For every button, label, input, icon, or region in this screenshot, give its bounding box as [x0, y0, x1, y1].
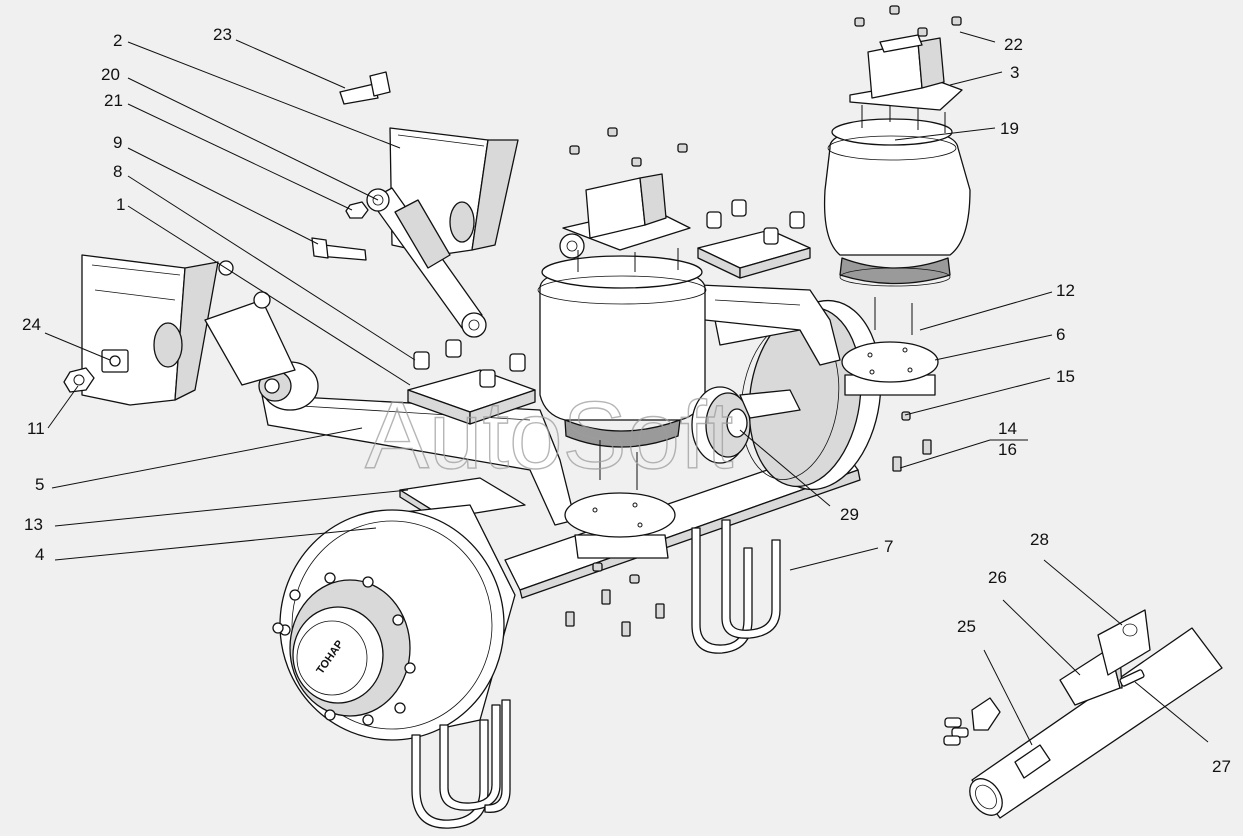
callout-11: 11 — [27, 419, 45, 438]
callout-19: 19 — [1000, 119, 1019, 138]
callout-24: 24 — [22, 315, 41, 334]
nut-11 — [63, 367, 95, 393]
u-bolts-right — [691, 519, 781, 654]
right-air-spring — [823, 100, 971, 287]
watermark: AutoSoft — [365, 382, 733, 489]
right-round-plate — [841, 297, 939, 396]
center-spring-bracket — [559, 127, 691, 259]
right-spring-bracket — [849, 34, 963, 111]
callout-6: 6 — [1056, 325, 1065, 344]
callout-21: 21 — [104, 91, 123, 110]
left-brake-drum: ТОНАР — [272, 504, 516, 741]
left-pad-with-nuts — [407, 339, 536, 425]
callout-4: 4 — [35, 545, 44, 564]
pin-23 — [339, 71, 391, 105]
callout-13: 13 — [24, 515, 43, 534]
small-bolts-under-axle — [565, 562, 665, 637]
callout-27: 27 — [1212, 757, 1231, 776]
u-bolts-lower — [411, 699, 511, 829]
callout-9: 9 — [113, 133, 122, 152]
center-right-pad — [697, 199, 811, 279]
callout-26: 26 — [988, 568, 1007, 587]
center-air-spring — [537, 248, 707, 448]
callout-2: 2 — [113, 31, 122, 50]
callout-8: 8 — [113, 162, 122, 181]
callout-16: 16 — [998, 440, 1017, 459]
callout-28: 28 — [1030, 530, 1049, 549]
leader-lines — [44, 31, 1209, 746]
brake-chamber — [691, 386, 801, 464]
left-hanger-bracket — [81, 254, 219, 406]
nut-21 — [345, 201, 369, 219]
bolts-14-16 — [892, 411, 932, 472]
callout-25: 25 — [957, 617, 976, 636]
callout-1: 1 — [116, 195, 125, 214]
lower-shock-absorber — [204, 260, 296, 386]
right-trailing-arm — [699, 284, 841, 366]
callout-3: 3 — [1010, 63, 1019, 82]
callout-7: 7 — [884, 537, 893, 556]
bolt-9 — [311, 237, 367, 261]
callout-20: 20 — [101, 65, 120, 84]
callout-23: 23 — [213, 25, 232, 44]
center-round-plate — [564, 440, 676, 559]
callout-labels: 23 2 20 21 9 8 1 24 11 5 13 4 22 3 19 12… — [22, 25, 1231, 776]
callout-5: 5 — [35, 475, 44, 494]
callout-29: 29 — [840, 505, 859, 524]
callout-22: 22 — [1004, 35, 1023, 54]
callout-15: 15 — [1056, 367, 1075, 386]
callout-14: 14 — [998, 419, 1017, 438]
detail-axle-tube — [943, 609, 1223, 819]
nuts-22 — [854, 5, 962, 37]
upper-shock-absorber — [366, 187, 487, 338]
callout-12: 12 — [1056, 281, 1075, 300]
